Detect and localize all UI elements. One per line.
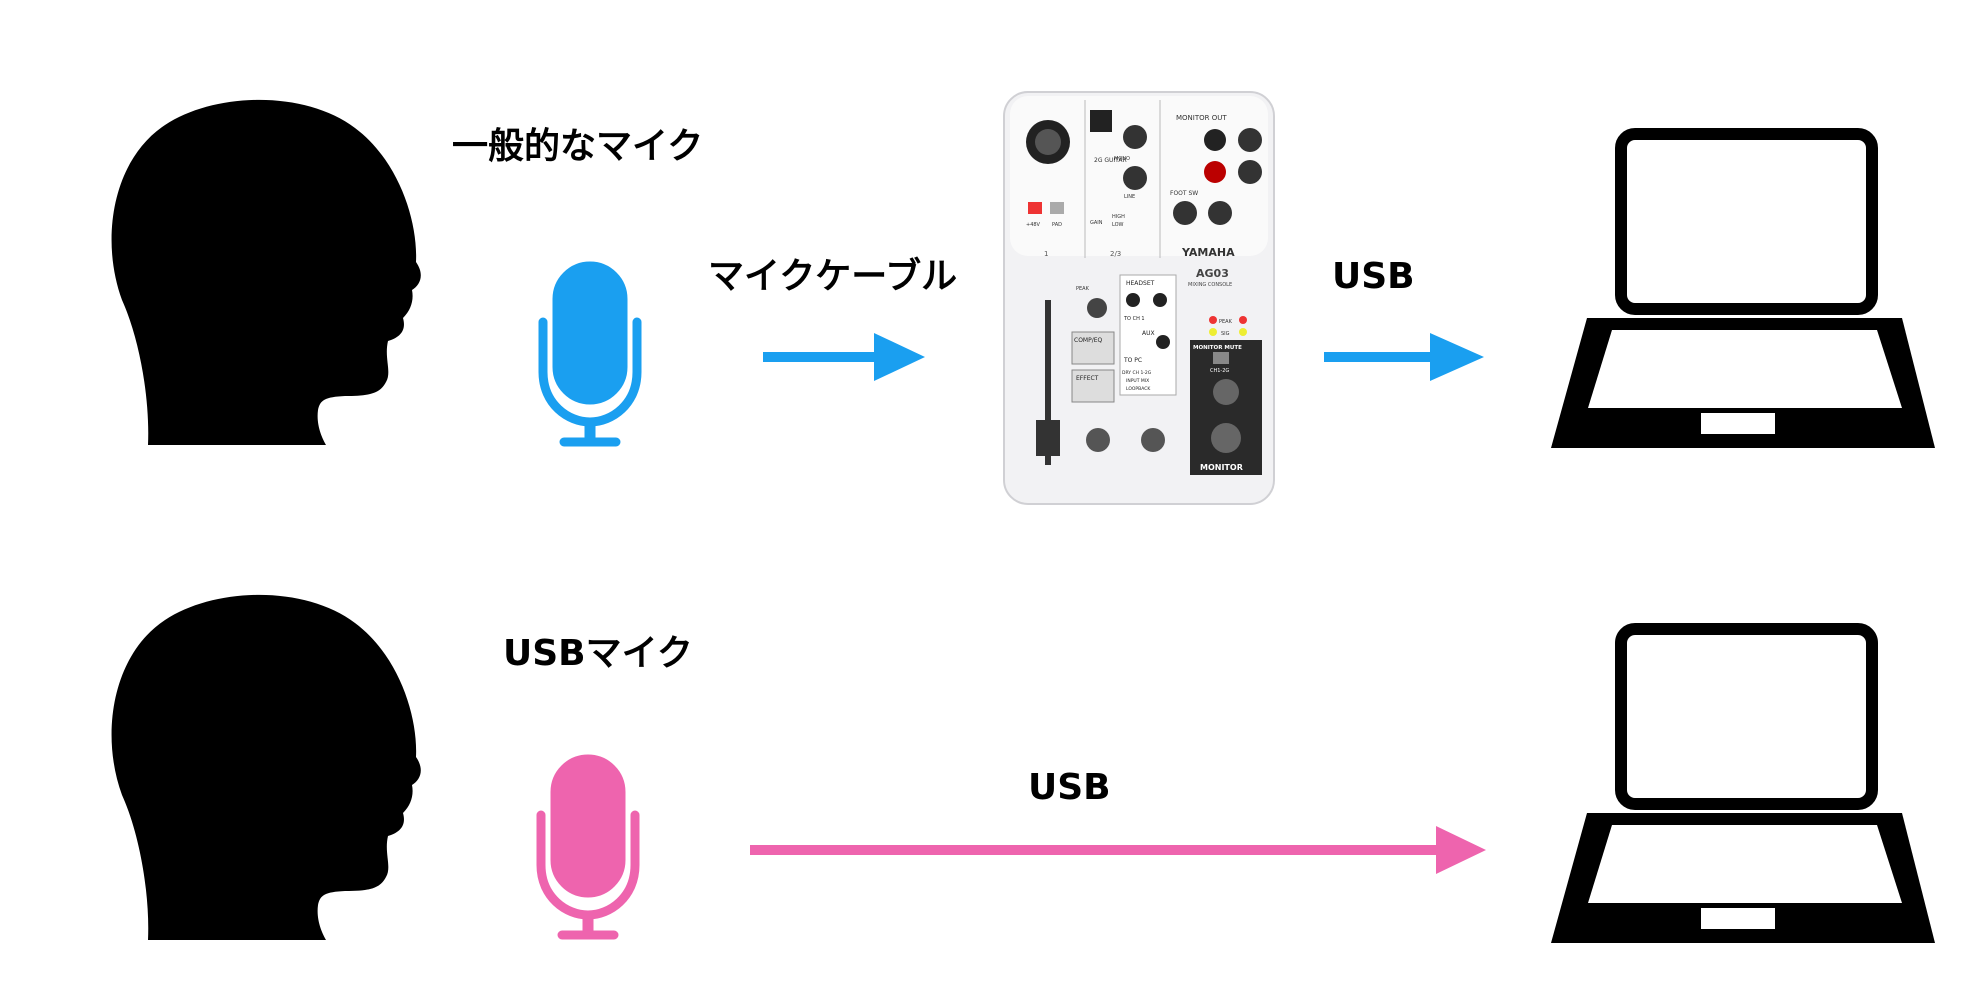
line-text: LINE xyxy=(1124,194,1135,200)
headset-text: HEADSET xyxy=(1126,280,1155,287)
phantom-text: +48V xyxy=(1026,222,1041,228)
gain-text: GAIN xyxy=(1090,220,1103,226)
subtitle-text: MIXING CONSOLE xyxy=(1188,282,1232,288)
standard-mic-label: 一般的なマイク xyxy=(452,126,704,167)
usb-microphone-icon xyxy=(541,755,635,939)
microphone-icon xyxy=(543,262,637,446)
peak-text: PEAK xyxy=(1076,286,1090,292)
comp-eq-text: COMP/EQ xyxy=(1074,337,1103,344)
usb-arrow-top xyxy=(1324,333,1484,381)
dry-text: DRY CH 1-2G xyxy=(1122,370,1152,376)
to-pc-text: TO PC xyxy=(1123,357,1142,364)
usb-label-bottom: USB xyxy=(1028,767,1111,808)
monitor-text: MONITOR xyxy=(1200,463,1243,472)
ch1-text: 1 xyxy=(1044,250,1048,258)
loopback-text: LOOPBACK xyxy=(1126,386,1151,392)
monitor-mute-text: MONITOR MUTE xyxy=(1193,345,1242,351)
effect-text: EFFECT xyxy=(1076,375,1099,382)
peak-text-2: PEAK xyxy=(1219,319,1233,325)
model-text: AG03 xyxy=(1196,267,1229,280)
person-head-icon-2 xyxy=(111,594,421,940)
laptop-icon xyxy=(1551,134,1935,448)
mono-text: MONO xyxy=(1114,156,1130,162)
high-text: HIGH xyxy=(1112,214,1125,220)
ch1-2g-text: CH1-2G xyxy=(1210,368,1229,374)
guitar-text: 2G GUITAR xyxy=(1094,157,1127,164)
ch23-text: 2/3 xyxy=(1110,250,1121,258)
person-head-icon xyxy=(111,99,421,445)
sig-text: SIG xyxy=(1221,331,1230,337)
usb-mic-label: USBマイク xyxy=(503,633,693,674)
cable-arrow xyxy=(763,333,925,381)
mixer-device: MONITOR OUT 2G GUITAR MONO LINE FOOT SW … xyxy=(1003,91,1275,505)
foot-sw-text: FOOT SW xyxy=(1170,190,1198,197)
pad-text: PAD xyxy=(1052,222,1062,228)
to-ch1-text: TO CH 1 xyxy=(1123,316,1145,322)
usb-arrow-bottom xyxy=(750,826,1486,874)
low-text: LOW xyxy=(1112,222,1124,228)
laptop-icon-2 xyxy=(1551,629,1935,943)
usb-label-top: USB xyxy=(1332,256,1415,297)
aux-text: AUX xyxy=(1142,330,1155,337)
monitor-out-text: MONITOR OUT xyxy=(1176,114,1227,122)
brand-text: YAMAHA xyxy=(1181,246,1235,259)
input-mix-text: INPUT MIX xyxy=(1126,378,1149,384)
mic-cable-label: マイクケーブル xyxy=(708,256,958,297)
